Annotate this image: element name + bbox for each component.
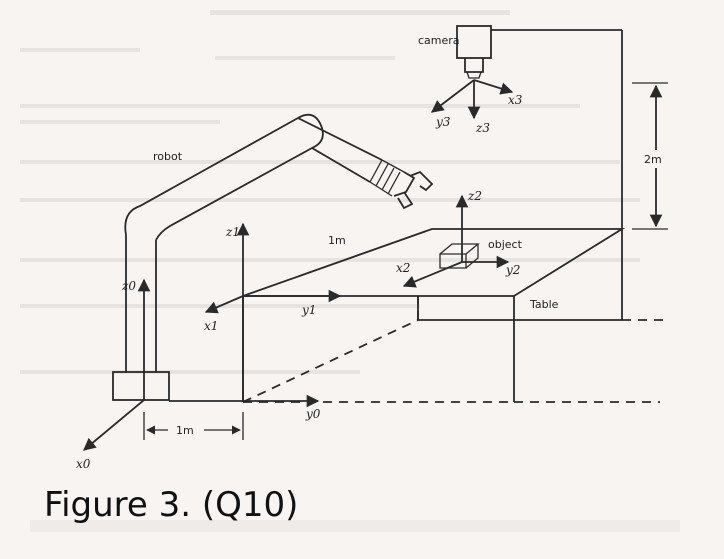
dimension-1m-table-label: 1m (328, 234, 346, 247)
y2-label: y2 (505, 263, 520, 277)
y0-label: y0 (305, 407, 321, 421)
y3-axis (430, 79, 475, 113)
y3-label: y3 (435, 115, 451, 129)
bleed-through-background (20, 10, 680, 532)
z2-label: z2 (467, 189, 482, 203)
x0-axis (83, 399, 145, 451)
robot (112, 113, 434, 401)
x0-label: x0 (76, 457, 91, 471)
camera (456, 25, 623, 229)
frame-3-axes (430, 79, 514, 120)
dimension-1m-base (143, 412, 244, 440)
frame-1-axes (204, 222, 342, 402)
dimension-2m-label: 2m (644, 153, 662, 166)
object-cube (439, 243, 480, 269)
x1-label: x1 (204, 319, 218, 333)
dimension-1m-base-label: 1m (176, 424, 194, 437)
robot-label: robot (153, 150, 183, 163)
figure-caption: Figure 3. (Q10) (44, 485, 298, 525)
object-label: object (488, 238, 523, 251)
z0-label: z0 (121, 279, 136, 293)
frame-2-axes (402, 194, 510, 288)
x3-label: x3 (508, 93, 523, 107)
tabletop (242, 228, 626, 297)
dimension-2m (632, 82, 668, 230)
camera-label: camera (418, 34, 460, 47)
x1-axis (204, 295, 244, 314)
x2-axis (402, 261, 463, 288)
x2-label: x2 (396, 261, 410, 275)
robot-base (112, 371, 170, 401)
z3-label: z3 (475, 121, 490, 135)
x3-axis (473, 79, 514, 95)
camera-body (456, 25, 492, 59)
z1-label: z1 (225, 225, 240, 239)
y1-label: y1 (301, 303, 316, 317)
table-label: Table (529, 298, 559, 311)
